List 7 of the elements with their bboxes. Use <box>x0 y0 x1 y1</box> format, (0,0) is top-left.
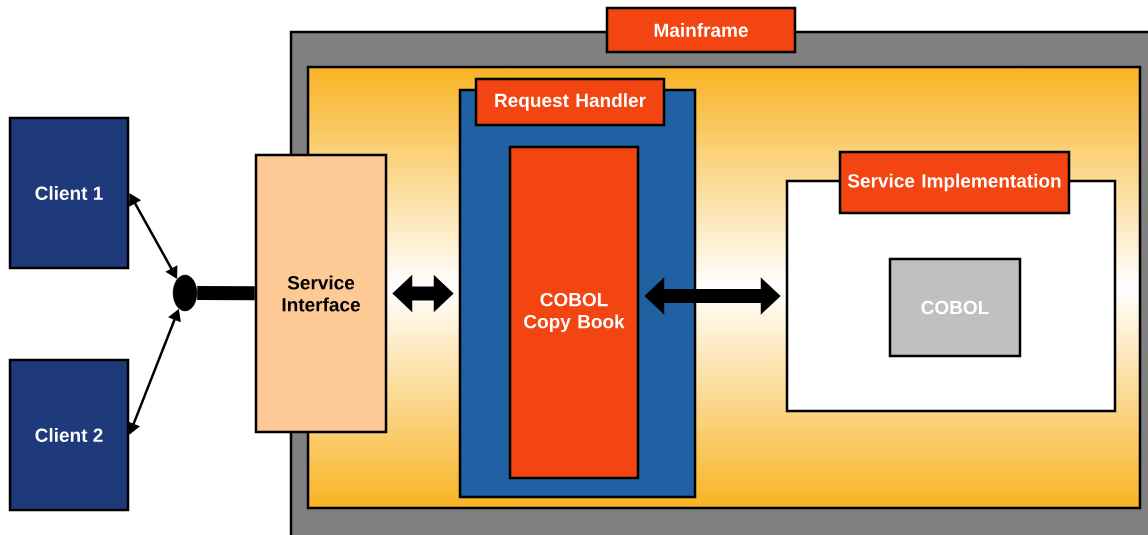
junction-dot <box>172 274 198 312</box>
service-interface-box: Service Interface <box>254 153 388 434</box>
copybook-box: COBOL Copy Book <box>508 145 640 480</box>
connector-line <box>197 286 255 301</box>
cobol-box: COBOL <box>888 257 1022 358</box>
client-box: Client 1 <box>8 116 130 270</box>
client-box: Client 2 <box>8 358 130 512</box>
